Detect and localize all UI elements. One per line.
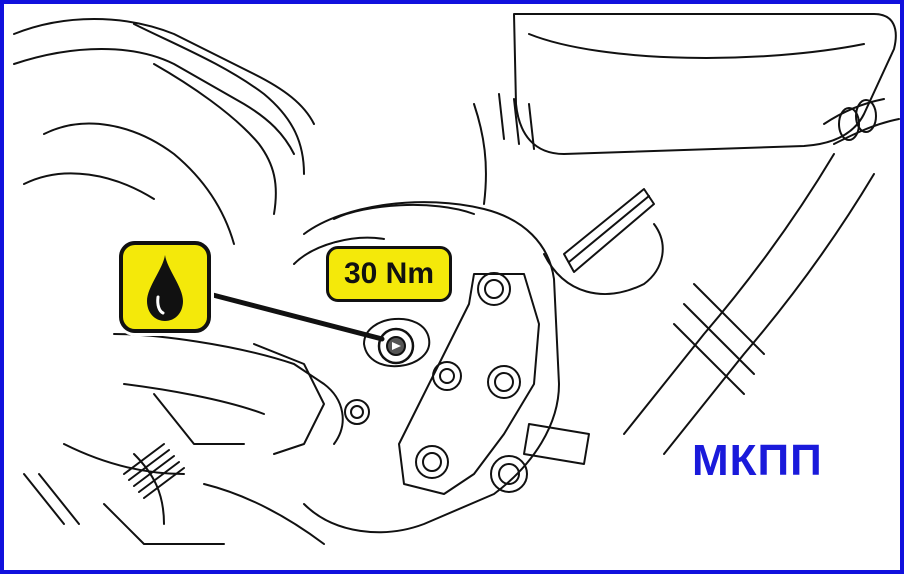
transmission-caption: МКПП	[692, 436, 823, 485]
bolt-side	[344, 399, 370, 425]
bolt-upper	[477, 272, 511, 306]
hose-clamp	[563, 188, 655, 273]
mount-bracket	[398, 273, 540, 495]
upper-hose	[13, 18, 315, 125]
oil-badge	[119, 241, 211, 333]
right-pipe	[623, 153, 835, 435]
torque-label: 30 Nm	[326, 246, 452, 302]
gearbox-housing	[303, 201, 560, 534]
reservoir-outline	[513, 13, 897, 155]
engine-line-drawing	[13, 13, 900, 545]
oil-filler-plug	[377, 327, 415, 365]
leader-line	[206, 291, 385, 342]
bolt-right	[487, 365, 521, 399]
bolt-lower	[415, 445, 449, 479]
oil-drop-icon	[147, 255, 183, 321]
bolt-left	[432, 361, 462, 391]
